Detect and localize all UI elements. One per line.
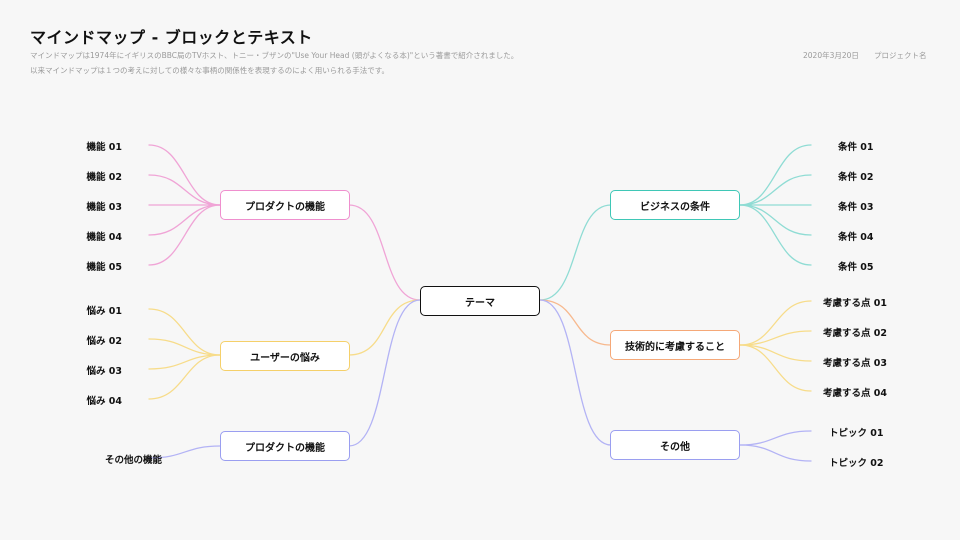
- branch-node-label: その他: [660, 441, 690, 453]
- link-center-business: [539, 204, 612, 301]
- center-node[interactable]: テーマ: [420, 286, 540, 316]
- branch-node-label: ビジネスの条件: [640, 201, 710, 213]
- leaf-feature-04[interactable]: 機能 04: [86, 232, 122, 243]
- link-center-product-other: [348, 299, 421, 447]
- project-name-label: プロジェクト名: [874, 51, 927, 60]
- leaf-consider-03[interactable]: 考慮する点 03: [823, 358, 888, 369]
- link-consider-04: [739, 344, 812, 392]
- link-feature-05: [148, 204, 221, 266]
- branch-node-label: プロダクトの機能: [245, 442, 325, 454]
- center-node-label: テーマ: [465, 297, 495, 309]
- link-pain-04: [148, 354, 221, 400]
- leaf-condition-05[interactable]: 条件 05: [838, 262, 874, 273]
- link-consider-03: [739, 344, 812, 362]
- leaf-condition-03[interactable]: 条件 03: [838, 202, 874, 213]
- branch-node-label: ユーザーの悩み: [250, 352, 320, 364]
- link-feature-04: [148, 204, 221, 236]
- leaf-pain-01[interactable]: 悩み 01: [86, 306, 122, 317]
- link-center-product-features: [348, 204, 421, 301]
- branch-node-user-pains[interactable]: ユーザーの悩み: [220, 341, 350, 371]
- link-center-user-pains: [348, 299, 421, 356]
- leaf-condition-04[interactable]: 条件 04: [838, 232, 874, 243]
- branch-node-label: 技術的に考慮すること: [625, 341, 725, 353]
- link-condition-01: [739, 144, 812, 206]
- link-consider-01: [739, 300, 812, 346]
- branch-node-product-other[interactable]: プロダクトの機能: [220, 431, 350, 461]
- link-center-other: [539, 299, 612, 446]
- branch-node-other[interactable]: その他: [610, 430, 740, 460]
- link-condition-02: [739, 174, 812, 206]
- leaf-consider-04[interactable]: 考慮する点 04: [823, 388, 888, 399]
- leaf-feature-03[interactable]: 機能 03: [86, 202, 122, 213]
- date-label: 2020年3月20日: [803, 51, 859, 60]
- link-consider-02: [739, 330, 812, 346]
- leaf-consider-02[interactable]: 考慮する点 02: [823, 328, 888, 339]
- leaf-condition-01[interactable]: 条件 01: [838, 142, 874, 153]
- link-center-tech: [539, 299, 612, 346]
- description-line-2: 以来マインドマップは１つの考えに対しての様々な事柄の関係性を表現するのによく用い…: [30, 66, 390, 75]
- description-line-1: マインドマップは1974年にイギリスのBBC局のTVホスト、トニー・ブザンの"U…: [30, 51, 519, 60]
- link-other-feature: [148, 445, 221, 459]
- link-feature-02: [148, 174, 221, 206]
- leaf-pain-04[interactable]: 悩み 04: [86, 396, 122, 407]
- link-pain-03: [148, 354, 221, 370]
- leaf-feature-02[interactable]: 機能 02: [86, 172, 122, 183]
- page-title: マインドマップ - ブロックとテキスト: [30, 28, 313, 47]
- leaf-consider-01[interactable]: 考慮する点 01: [823, 298, 888, 309]
- leaf-feature-05[interactable]: 機能 05: [86, 262, 122, 273]
- link-condition-04: [739, 204, 812, 236]
- leaf-other-feature[interactable]: その他の機能: [104, 455, 162, 466]
- leaf-topic-02[interactable]: トピック 02: [829, 458, 884, 469]
- branch-node-tech[interactable]: 技術的に考慮すること: [610, 330, 740, 360]
- leaf-condition-02[interactable]: 条件 02: [838, 172, 874, 183]
- leaf-topic-01[interactable]: トピック 01: [829, 428, 884, 439]
- leaf-pain-02[interactable]: 悩み 02: [86, 336, 122, 347]
- link-topic-02: [739, 444, 812, 462]
- leaf-feature-01[interactable]: 機能 01: [86, 142, 122, 153]
- link-pain-01: [148, 308, 221, 356]
- link-condition-05: [739, 204, 812, 266]
- link-pain-02: [148, 338, 221, 356]
- leaf-pain-03[interactable]: 悩み 03: [86, 366, 122, 377]
- branch-node-business[interactable]: ビジネスの条件: [610, 190, 740, 220]
- branch-node-product-features[interactable]: プロダクトの機能: [220, 190, 350, 220]
- link-topic-01: [739, 430, 812, 446]
- link-feature-01: [148, 144, 221, 206]
- branch-node-label: プロダクトの機能: [245, 201, 325, 213]
